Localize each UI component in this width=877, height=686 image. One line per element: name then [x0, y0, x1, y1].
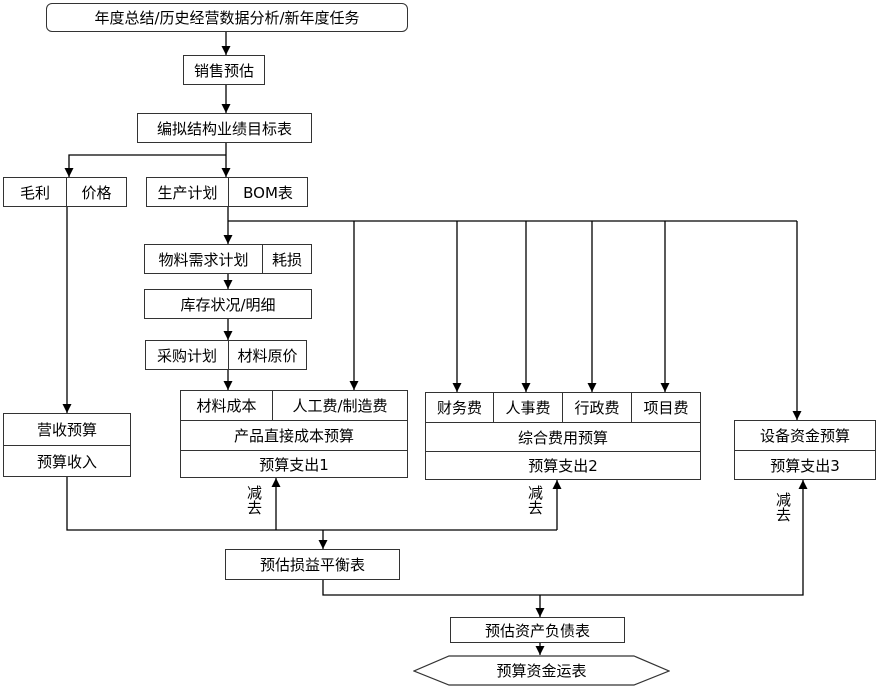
balance-sheet-label: 预估资产负债表	[484, 621, 590, 640]
subtract-label-2: 减去	[526, 485, 544, 515]
expense3-label: 预算支出3	[770, 456, 840, 475]
purchase-plan-node: 采购计划	[145, 340, 229, 370]
sales-forecast-label: 销售预估	[193, 61, 254, 80]
expense3-node: 预算支出3	[734, 450, 876, 480]
loss-label: 耗损	[271, 250, 302, 269]
cash-flow-node: 预算资金运表	[413, 655, 670, 686]
expense2-label: 预算支出2	[528, 457, 598, 475]
start-label: 年度总结/历史经营数据分析/新年度任务	[94, 9, 360, 27]
finance-fee-label: 财务费	[436, 399, 482, 417]
bom-node: BOM表	[228, 177, 308, 207]
gross-margin-label: 毛利	[19, 183, 50, 202]
hr-fee-node: 人事费	[493, 392, 563, 423]
material-cost-label: 材料成本	[196, 397, 257, 415]
loss-node: 耗损	[262, 244, 312, 274]
project-fee-node: 项目费	[631, 392, 701, 423]
finance-fee-node: 财务费	[425, 392, 494, 423]
material-requirement-node: 物料需求计划	[144, 244, 263, 274]
admin-fee-label: 行政费	[574, 399, 620, 417]
admin-fee-node: 行政费	[562, 392, 632, 423]
target-table-node: 编拟结构业绩目标表	[137, 113, 312, 143]
labor-mfg-label: 人工费/制造费	[292, 397, 388, 415]
direct-cost-budget-label: 产品直接成本预算	[233, 427, 354, 445]
project-fee-label: 项目费	[643, 399, 689, 417]
material-price-node: 材料原价	[228, 340, 307, 370]
price-node: 价格	[66, 177, 127, 207]
target-table-label: 编拟结构业绩目标表	[156, 119, 292, 138]
expense2-node: 预算支出2	[425, 451, 701, 480]
budget-income-label: 预算收入	[36, 452, 97, 471]
hexagon-shape	[413, 655, 670, 686]
revenue-budget-label: 营收预算	[36, 421, 97, 439]
general-budget-label: 综合费用预算	[517, 428, 608, 447]
equipment-budget-node: 设备资金预算	[734, 420, 876, 451]
labor-mfg-node: 人工费/制造费	[272, 390, 408, 421]
bom-label: BOM表	[243, 183, 293, 202]
price-label: 价格	[81, 183, 112, 202]
pl-balance-node: 预估损益平衡表	[225, 549, 400, 580]
pl-balance-label: 预估损益平衡表	[259, 556, 365, 574]
general-budget-node: 综合费用预算	[425, 422, 701, 452]
expense1-label: 预算支出1	[259, 455, 329, 474]
inventory-label: 库存状况/明细	[180, 295, 276, 314]
cash-flow-label: 预算资金运表	[496, 662, 587, 680]
start-node: 年度总结/历史经营数据分析/新年度任务	[46, 3, 408, 32]
balance-sheet-node: 预估资产负债表	[450, 617, 625, 643]
purchase-plan-label: 采购计划	[156, 346, 217, 365]
production-plan-node: 生产计划	[146, 177, 229, 207]
hr-fee-label: 人事费	[505, 399, 551, 417]
revenue-budget-node: 营收预算	[3, 413, 131, 446]
subtract-label-1: 减去	[245, 485, 263, 515]
equipment-budget-label: 设备资金预算	[759, 427, 850, 445]
material-cost-node: 材料成本	[180, 390, 273, 421]
material-requirement-label: 物料需求计划	[158, 250, 249, 269]
expense1-node: 预算支出1	[180, 450, 408, 478]
sales-forecast-node: 销售预估	[183, 55, 265, 85]
budget-income-node: 预算收入	[3, 445, 131, 477]
gross-margin-node: 毛利	[3, 177, 67, 207]
material-price-label: 材料原价	[237, 346, 298, 365]
inventory-node: 库存状况/明细	[144, 289, 312, 319]
direct-cost-budget-node: 产品直接成本预算	[180, 420, 408, 451]
subtract-label-3: 减去	[774, 492, 792, 522]
production-plan-label: 生产计划	[157, 183, 218, 202]
